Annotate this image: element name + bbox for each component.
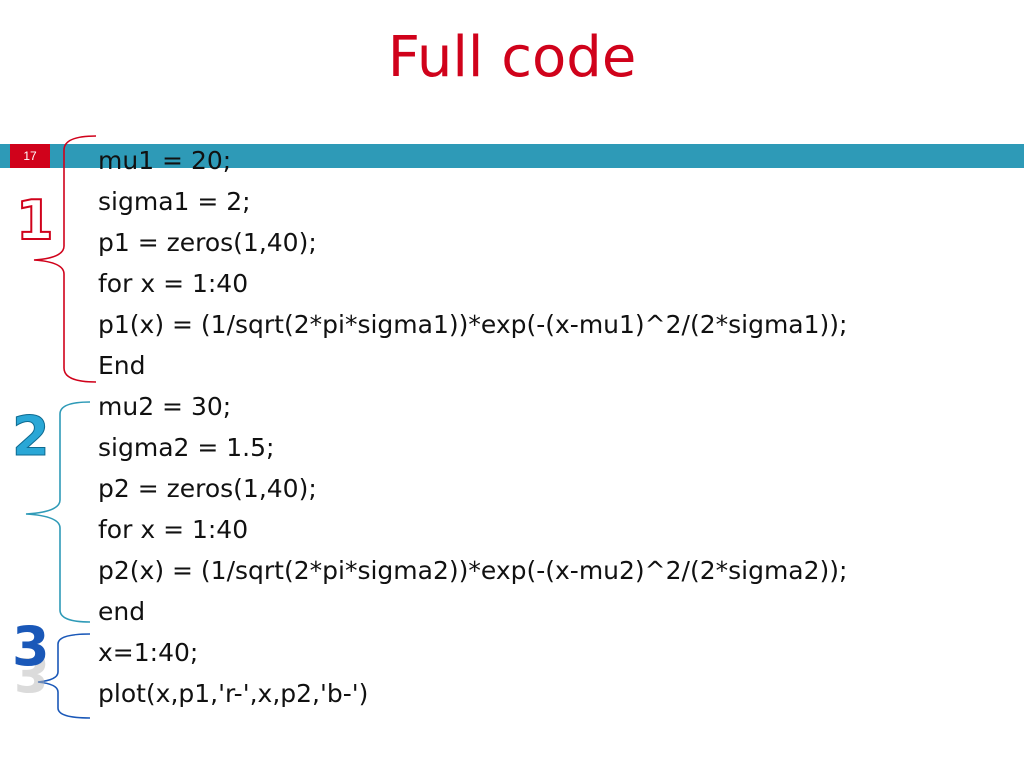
code-line: End [98, 351, 146, 380]
code-line: mu2 = 30; [98, 392, 232, 421]
slide-title: Full code [387, 25, 637, 90]
header-band [0, 144, 1024, 168]
code-line: for x = 1:40 [98, 269, 249, 298]
slide-number-badge: 17 [10, 144, 50, 168]
code-line: p1(x) = (1/sqrt(2*pi*sigma1))*exp(-(x-mu… [98, 310, 848, 339]
code-line: end [98, 597, 146, 626]
code-line: p2(x) = (1/sqrt(2*pi*sigma2))*exp(-(x-mu… [98, 556, 848, 585]
code-block: mu1 = 20; sigma1 = 2; p1 = zeros(1,40); … [98, 140, 847, 714]
code-line: plot(x,p1,'r-',x,p2,'b-') [98, 679, 369, 708]
code-line: mu1 = 20; [98, 146, 232, 175]
code-line: p1 = zeros(1,40); [98, 228, 317, 257]
code-line: p2 = zeros(1,40); [98, 474, 317, 503]
code-line: sigma2 = 1.5; [98, 433, 275, 462]
section-number-3: 3 [12, 615, 50, 678]
section-number-2: 2 [12, 405, 51, 468]
code-line: x=1:40; [98, 638, 199, 667]
section-number-1: 1 [15, 189, 55, 252]
bracket-3 [37, 633, 91, 719]
bracket-1 [33, 135, 97, 383]
bracket-2 [25, 401, 91, 623]
code-line: for x = 1:40 [98, 515, 249, 544]
code-line: sigma1 = 2; [98, 187, 251, 216]
